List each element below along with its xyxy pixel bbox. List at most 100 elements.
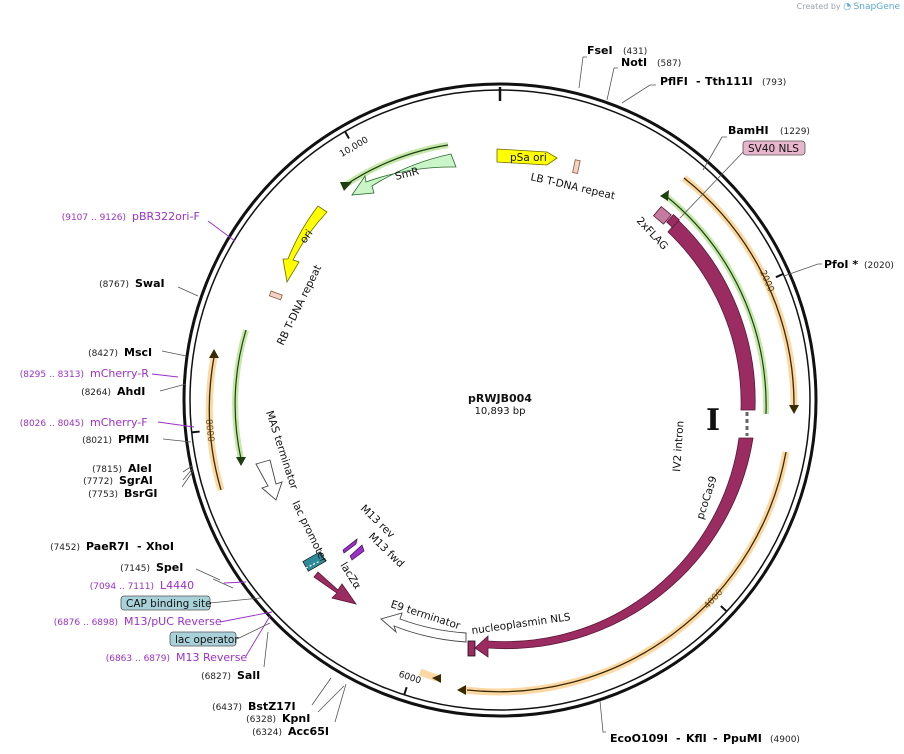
primer-mcherry-r-pos: (8295 .. 8313) (20, 370, 84, 380)
smr-green-orf-arrow (340, 182, 352, 191)
orf-arc-4 (208, 356, 222, 491)
site-ahdi-name: AhdI (117, 385, 145, 398)
site-msci-pos: (8427) (88, 349, 118, 359)
site-alei-name: AleI (128, 462, 152, 475)
snapgene-watermark: Created by ◔ SnapGene (797, 2, 900, 12)
nucleoplasmin-nls-label: nucleoplasmin NLS (471, 611, 572, 637)
site-dash-1: - (696, 75, 701, 88)
backbone-outer (182, 82, 818, 718)
site-pflmi-name: PflMI (118, 433, 149, 446)
site-fsei-pos: (431) (623, 47, 647, 57)
sv40-nls-box-label: SV40 NLS (748, 143, 799, 155)
tick-mark-t8000 (191, 430, 200, 434)
tick-mark-t2000 (775, 272, 784, 279)
rb-tdna-feature (268, 290, 283, 301)
site-bsrgi-pos: (7753) (88, 490, 118, 500)
primer-l4440-pos: (7094 .. 7111) (90, 582, 154, 592)
cap-binding-site-box (120, 595, 211, 611)
primer-l4440-name: L4440 (160, 579, 194, 592)
lb-tdna-label: LB T-DNA repeat (529, 171, 616, 202)
primer-m13-puc-rev-pos: (6876 .. 6898) (54, 618, 118, 628)
site-bstz17i-pos: (6437) (212, 703, 242, 713)
m13-fwd-primer-mark (349, 544, 365, 561)
primer-mcherry-r-name: mCherry-R (90, 367, 149, 380)
site-sgrai-pos: (7772) (83, 477, 113, 487)
psa-ori-label: pSa ori (510, 152, 547, 164)
watermark-brand: SnapGene (853, 2, 900, 12)
site-pfoi-name: PfoI * (824, 258, 858, 271)
lac-promoter-feature (302, 551, 327, 572)
primer-leader-lines (151, 220, 273, 657)
snapgene-logo: ◔ (843, 2, 852, 12)
smr-green-orf (343, 144, 449, 187)
site-sali-name: SalI (237, 669, 260, 682)
smr-label: SmR (394, 165, 420, 182)
iv2-intron-label: IV2 intron (671, 420, 687, 472)
orf-arc-2 (466, 451, 787, 693)
flag-feature (666, 214, 680, 228)
site-spei-pos: (7145) (120, 564, 150, 574)
smr-feature (351, 153, 457, 196)
cap-binding-site-box-label: CAP binding site (126, 598, 212, 610)
orf-arc-3-arrow (432, 674, 441, 683)
site-noti-pos: (587) (657, 59, 681, 69)
site-kpni-pos: (6328) (246, 715, 276, 725)
plasmid-length: 10,893 bp (475, 406, 526, 417)
site-fsei-name: FseI (587, 44, 613, 57)
site-pfoi-pos: (2020) (864, 261, 894, 271)
site-dash-3: - (713, 732, 718, 745)
watermark-created-by: Created by (796, 2, 841, 11)
site-spei-name: SpeI (156, 561, 183, 574)
site-bamhi-name: BamHI (728, 124, 769, 137)
orf-arc-1 (683, 177, 795, 410)
site-pflfi-name: PflFI (660, 75, 688, 88)
site-paer7i-name: PaeR7I (86, 540, 129, 553)
site-acc65i-pos: (6324) (252, 728, 282, 738)
site-swai-pos: (8767) (99, 280, 129, 290)
intron-i-marker: I (706, 403, 720, 438)
lac-operator-box-label: lac operator (175, 634, 239, 646)
site-msci-name: MscI (124, 346, 152, 359)
primer-m13-rev-name: M13 Reverse (176, 651, 247, 664)
pcocas9-arc-upper (667, 219, 756, 411)
site-kpni-name: KpnI (282, 712, 310, 725)
mcherry-green-orf (234, 329, 247, 460)
e9-terminator-feature (380, 612, 467, 643)
primer-m13-rev-pos: (6863 .. 6879) (106, 654, 170, 664)
tick-label-t8000: 8000 (203, 419, 215, 443)
primer-pbr322ori-f-name: pBR322ori-F (132, 210, 200, 223)
tick-label-t10000: 10,000 (338, 135, 371, 160)
lac-operator-box (169, 631, 237, 647)
lac-promoter-label: lac promoter (289, 499, 330, 565)
tick-mark-t6000 (403, 686, 408, 696)
primer-pbr322ori-f-pos: (9107 .. 9126) (62, 213, 126, 223)
tick-mark-t10000 (344, 131, 350, 139)
site-eco0109i-name: EcoO109I (610, 732, 668, 745)
site-sgrai-name: SgrAI (119, 474, 153, 487)
orf-arc-4-arrow (209, 349, 219, 358)
site-dash-2: - (676, 732, 681, 745)
laczalpha-feature (313, 571, 357, 605)
nucleoplasmin-nls-feature (467, 640, 476, 657)
sv40-nls-box (742, 140, 806, 156)
primer-m13-puc-rev-name: M13/pUC Reverse (124, 615, 222, 628)
site-bamhi-pos: (1229) (780, 127, 810, 137)
site-ppumi-name: PpuMI (723, 732, 762, 745)
site-tth111i-name: Tth111I (705, 75, 753, 88)
rb-tdna-label: RB T-DNA repeat (275, 263, 324, 347)
psa-ori-feature (496, 148, 558, 166)
site-kfli-name: KflI (686, 732, 707, 745)
orf-arc-1-arrow (789, 405, 799, 414)
site-eco0109i-pos: (4900) (770, 735, 800, 745)
cas9-green-orf-arrow (660, 190, 669, 201)
mcherry-green-orf-arrow (236, 457, 246, 466)
primer-mcherry-f-pos: (8026 .. 8045) (20, 419, 84, 429)
site-leader-lines (159, 56, 822, 733)
orf-arc-2-arrow (457, 685, 466, 695)
box-leader-lines (209, 597, 271, 640)
lb-tdna-feature (572, 159, 581, 174)
site-noti-name: NotI (621, 56, 647, 69)
lac-operator-feature (305, 559, 323, 569)
primer-mcherry-f-name: mCherry-F (90, 416, 148, 429)
